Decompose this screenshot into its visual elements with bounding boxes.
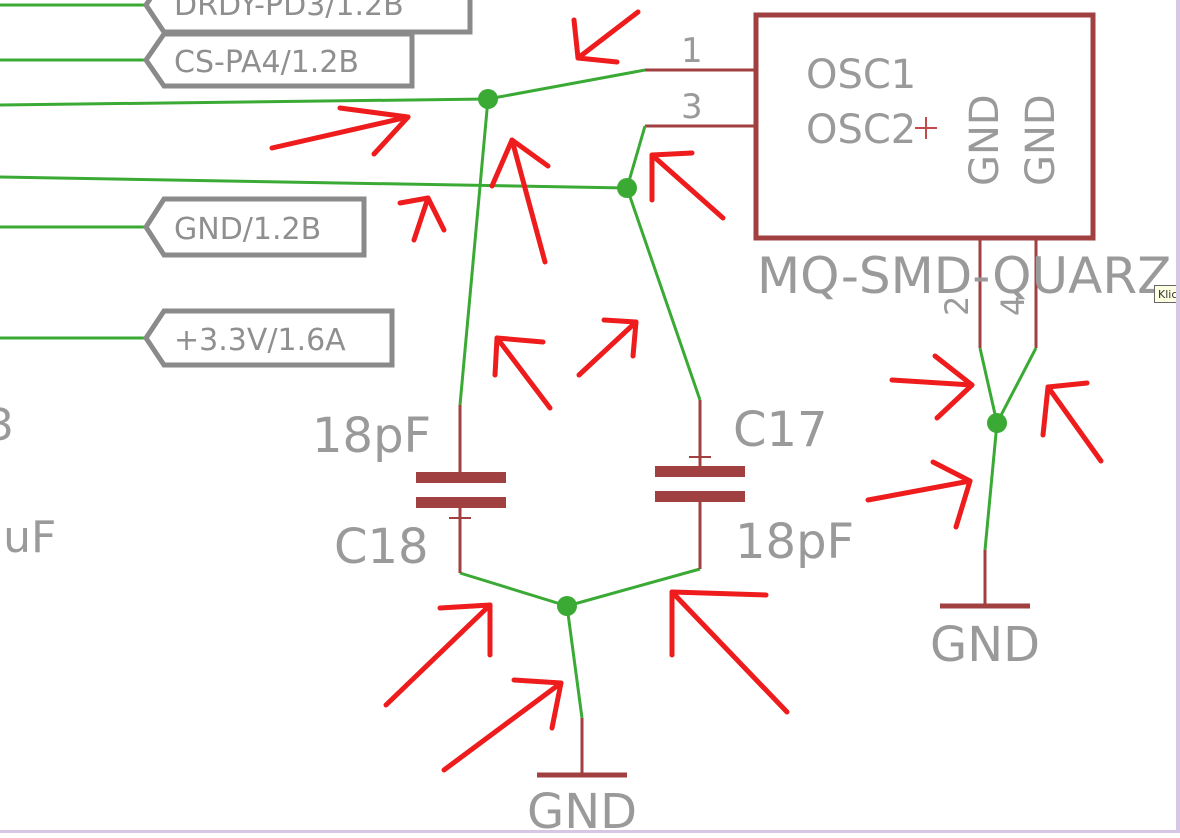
net-label-vcc[interactable]: +3.3V/1.6A xyxy=(142,308,395,368)
edge-fragment-top: 3 xyxy=(0,400,14,451)
annotation-arrow xyxy=(397,195,447,243)
wire-osc2-net[interactable] xyxy=(0,175,628,190)
quartz-component[interactable]: 1 3 OSC1 OSC2 GND GND MQ-SMD-QUARZ 2 4 xyxy=(645,12,1171,348)
quartz-origin-marker xyxy=(915,117,937,139)
net-label-cs[interactable]: CS-PA4/1.2B xyxy=(142,31,415,89)
quartz-pin1-number: 1 xyxy=(681,31,703,71)
annotation-arrow xyxy=(889,353,975,421)
junction-dot[interactable] xyxy=(617,178,637,198)
quartz-osc1-label: OSC1 xyxy=(806,52,916,98)
wire-to-gnd-center[interactable] xyxy=(565,605,584,719)
net-label-vcc-text: +3.3V/1.6A xyxy=(174,323,346,358)
wire-c17-top[interactable] xyxy=(625,187,702,401)
quartz-osc2-label: OSC2 xyxy=(806,107,916,153)
wire-c18-top[interactable] xyxy=(458,98,490,406)
annotation-arrow xyxy=(649,150,726,221)
wire-c18-bottom[interactable] xyxy=(459,571,568,608)
page-edge-right xyxy=(1176,0,1180,833)
annotation-arrow xyxy=(269,105,411,157)
page-edge-bottom xyxy=(0,830,1180,833)
annotation-arrow xyxy=(441,677,564,773)
quartz-gnd-label-b: GND xyxy=(1018,94,1064,186)
wire-pin4-gnd[interactable] xyxy=(995,347,1038,424)
junctions xyxy=(478,89,1007,616)
wire-pin3[interactable] xyxy=(625,125,647,189)
annotation-arrow xyxy=(1040,380,1104,464)
quartz-pin2-number: 2 xyxy=(938,296,976,316)
tooltip: Klick xyxy=(1154,285,1180,303)
gnd-right-label: GND xyxy=(930,617,1040,673)
quartz-gnd-label-a: GND xyxy=(962,94,1008,186)
junction-dot[interactable] xyxy=(557,596,577,616)
quartz-name-label: MQ-SMD-QUARZ xyxy=(757,247,1171,305)
annotation-arrow xyxy=(489,137,551,265)
annotation-arrow xyxy=(669,589,790,715)
quartz-pin3-number: 3 xyxy=(681,87,703,127)
junction-dot[interactable] xyxy=(478,89,498,109)
c17-value: 18pF xyxy=(735,514,854,570)
c17-name: C17 xyxy=(733,402,828,458)
capacitor-c17[interactable]: C17 18pF xyxy=(655,400,854,570)
junction-dot[interactable] xyxy=(987,413,1007,433)
capacitor-c18[interactable]: 18pF C18 xyxy=(312,405,506,575)
crystal-wires xyxy=(458,68,1038,719)
annotation-arrow xyxy=(492,335,553,411)
wire-osc1-net[interactable] xyxy=(0,97,489,107)
edge-fragment-bottom: )uF xyxy=(0,512,56,563)
wire-c17-bottom[interactable] xyxy=(566,567,701,608)
annotation-arrows xyxy=(269,9,1104,773)
annotation-arrow xyxy=(383,602,493,708)
annotation-arrow xyxy=(576,317,639,378)
annotation-arrow xyxy=(571,9,641,65)
wire-to-gnd-right[interactable] xyxy=(983,422,999,551)
net-label-cs-text: CS-PA4/1.2B xyxy=(174,45,359,80)
net-label-gnd[interactable]: GND/1.2B xyxy=(143,196,367,258)
net-label-drdy[interactable]: DRDY-PD3/1.2B xyxy=(142,0,473,35)
gnd-center-label: GND xyxy=(527,784,637,833)
gnd-symbol-right[interactable]: GND xyxy=(930,550,1040,673)
c18-value: 18pF xyxy=(312,408,431,464)
wire-pin2-gnd[interactable] xyxy=(978,347,999,424)
gnd-symbol-center[interactable]: GND xyxy=(527,718,637,838)
net-label-gnd-text: GND/1.2B xyxy=(174,212,321,247)
c18-name: C18 xyxy=(334,519,429,575)
net-label-drdy-text: DRDY-PD3/1.2B xyxy=(174,0,404,23)
quartz-pin4-number: 4 xyxy=(994,296,1032,316)
annotation-arrow xyxy=(865,459,973,530)
wire-pin1[interactable] xyxy=(487,68,646,101)
